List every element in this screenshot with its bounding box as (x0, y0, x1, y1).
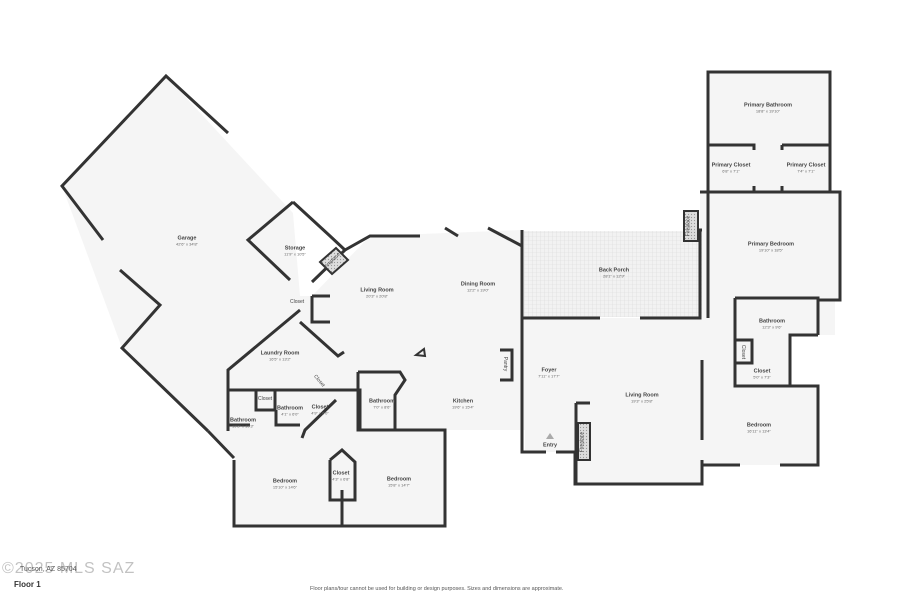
closet-label: Closet (258, 396, 273, 402)
floor-fill (62, 72, 840, 526)
address: Tucson, AZ 85704 (20, 566, 77, 573)
fireplace-label: Fireplace (685, 215, 692, 237)
staircase-icon (413, 347, 427, 358)
back-porch-floor (524, 231, 702, 317)
walls (60, 70, 842, 528)
entry-label: Entry (542, 442, 558, 449)
watermark: ©2025 MLS SAZ (2, 560, 136, 577)
pantry-label: Pantry (502, 356, 509, 372)
floor-label: Floor 1 (14, 580, 41, 589)
fireplace-label: Fireplace (579, 431, 586, 453)
closet-label: Closet (290, 299, 305, 305)
fireplace-icon (683, 210, 699, 242)
fireplace-icon (577, 422, 591, 461)
disclaimer: Floor plans/tour cannot be used for buil… (310, 586, 564, 592)
entry-arrow-icon (546, 433, 554, 439)
fireplace-icon (318, 246, 350, 276)
closet-label: Closet (740, 344, 747, 360)
